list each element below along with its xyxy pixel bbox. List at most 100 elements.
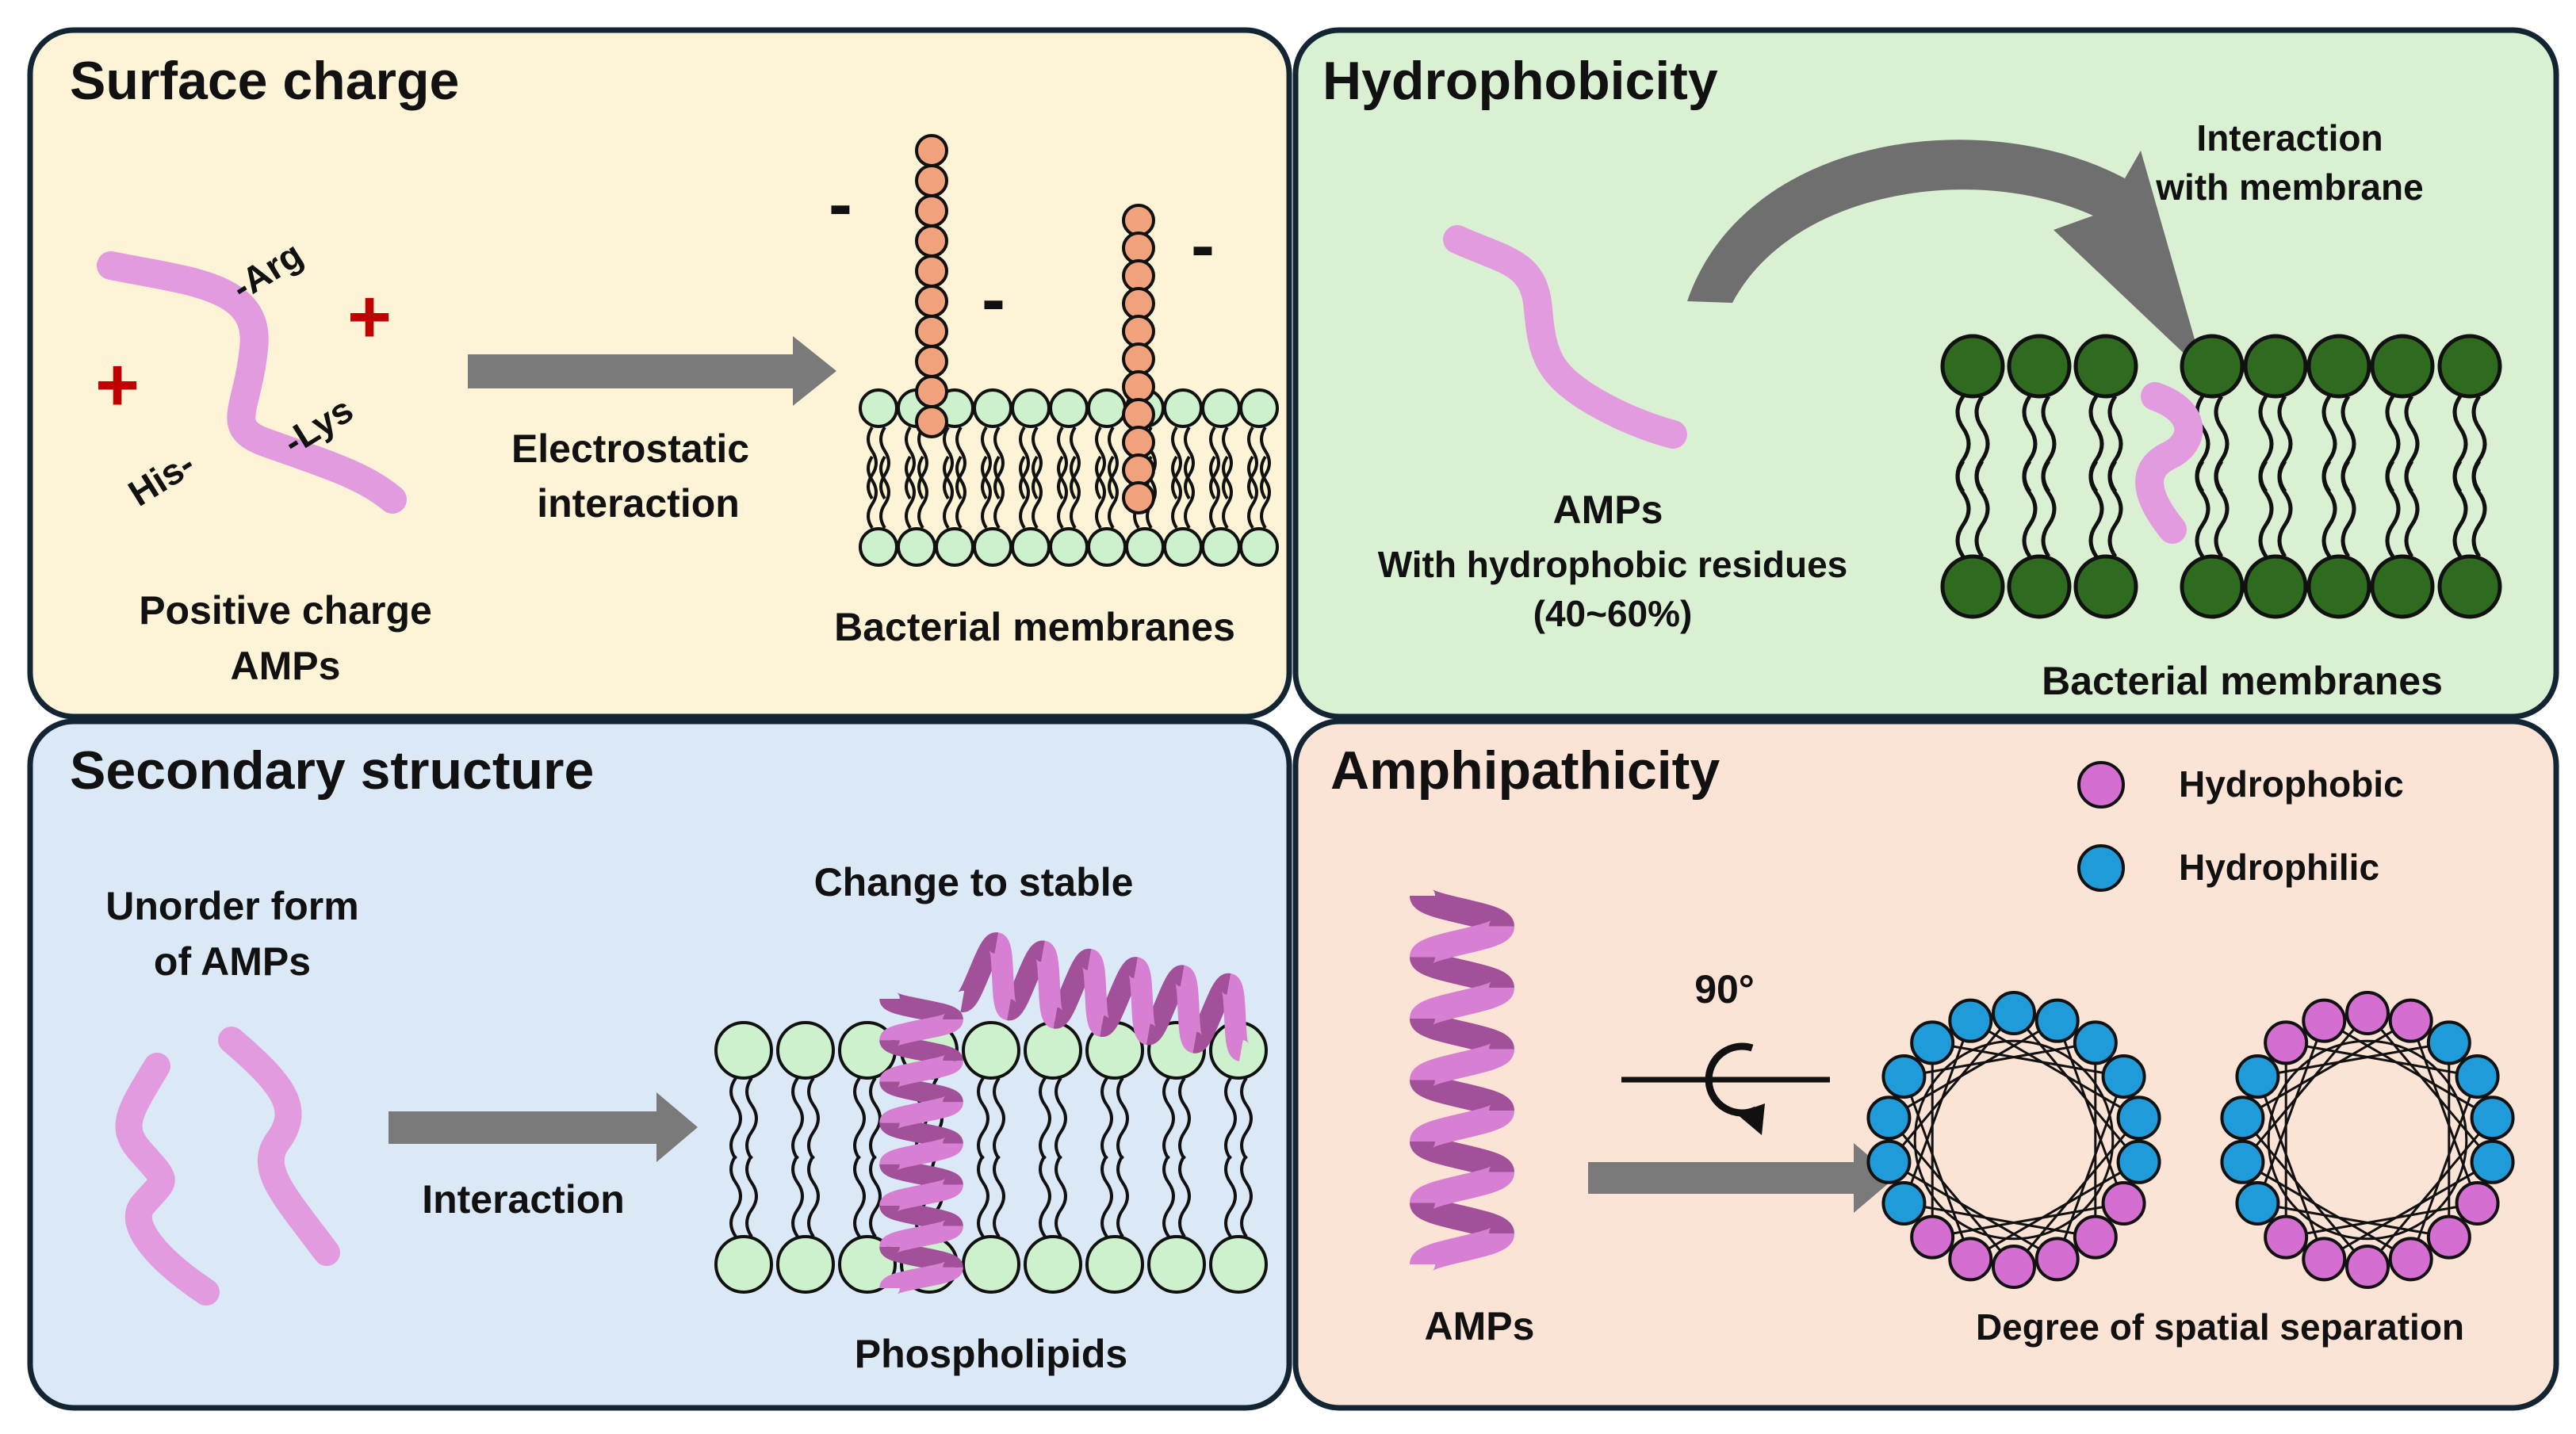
electrostatic-arrow — [468, 336, 836, 406]
helix-front-ribbon — [1410, 918, 1514, 966]
hydrophobic-residue — [2264, 1214, 2309, 1260]
lps-bead — [1122, 342, 1155, 376]
wheel-ring — [2267, 1039, 2468, 1241]
helix-back-ribbon — [1003, 940, 1049, 1021]
stable-label: Change to stable — [814, 860, 1134, 904]
hydrophilic-residue — [1881, 1054, 1927, 1099]
helix-back-ribbon — [1410, 1195, 1514, 1242]
helix-front-ribbon — [1127, 957, 1157, 1046]
legend-hydrophobic-dot — [2077, 761, 2125, 809]
helix-back-ribbon — [879, 1198, 963, 1233]
helix-back-ribbon — [1410, 1072, 1514, 1119]
lps-bead — [915, 405, 948, 438]
lps-bead — [1122, 398, 1155, 431]
panel-title-secondary-structure: Secondary structure — [70, 740, 594, 801]
panel-amphipathicity: Amphipathicity Hydrophobic Hydrophilic A… — [1292, 718, 2559, 1411]
wheel-ring — [1913, 1039, 2115, 1241]
hydrophobic-residue — [2034, 1237, 2080, 1282]
lps-bead — [1122, 453, 1155, 487]
helical-wheel-right — [2220, 991, 2515, 1289]
helix-back-ribbon — [1188, 973, 1235, 1054]
helix-front-ribbon — [1410, 980, 1514, 1027]
interaction-arrow-secondary — [389, 1092, 698, 1162]
helix-back-ribbon — [1049, 949, 1096, 1029]
helix-front-ribbon — [1410, 1041, 1514, 1088]
helix-back-ribbon — [1096, 957, 1142, 1037]
hydrophilic-residue — [2034, 998, 2080, 1043]
unordered-amp-1 — [115, 1053, 220, 1306]
lps-bead — [1122, 204, 1155, 237]
electrostatic-label-line2: interaction — [537, 481, 740, 526]
rotation-icon — [1621, 1042, 1830, 1135]
interaction-label-line2: with membrane — [2155, 166, 2423, 208]
lps-bead — [915, 345, 948, 378]
helix-front-ribbon — [879, 1219, 963, 1254]
lps-bead — [915, 134, 948, 167]
hydrophobic-residue — [2455, 1181, 2500, 1226]
hydrophobic-residue — [1948, 1237, 1993, 1282]
panel-title-hydrophobicity: Hydrophobicity — [1322, 51, 1718, 111]
interaction-label-line1: Interaction — [2196, 117, 2383, 159]
hydrophilic-residue — [1866, 1096, 1912, 1141]
helix-front-ribbon — [1410, 1226, 1514, 1272]
hydrophobic-residue — [2302, 1237, 2347, 1282]
lps-bead — [915, 315, 948, 348]
hydrophilic-residue — [2220, 1096, 2265, 1141]
helix-group — [956, 932, 1250, 1061]
hydrophilic-residue — [2470, 1096, 2515, 1141]
hydrophobic-residue — [2345, 991, 2390, 1035]
unorder-label-line2: of AMPs — [154, 939, 311, 984]
hydrophilic-residue — [1992, 991, 2036, 1035]
amp-helix-vertical — [1410, 888, 1514, 1272]
helix-back-ribbon — [1410, 949, 1514, 996]
spatial-separation-label: Degree of spatial separation — [1976, 1306, 2464, 1348]
plus-sign-right: + — [347, 274, 392, 359]
unordered-amp-2 — [218, 1027, 340, 1266]
hydrophobic-residue — [2073, 1214, 2118, 1260]
rotation-arrow — [1588, 1143, 1895, 1213]
hydrophilic-residue — [1948, 998, 1993, 1043]
lps-bead — [1122, 370, 1155, 403]
amp-inserted — [2135, 382, 2203, 544]
lps-bead — [915, 285, 948, 318]
helix-back-ribbon — [879, 1115, 963, 1151]
lps-bead — [1122, 315, 1155, 348]
hydrophobic-residue — [2101, 1181, 2146, 1226]
amp-label-hydrophobic-line3: (40~60%) — [1533, 593, 1693, 634]
helix-front-ribbon — [879, 1260, 963, 1295]
interaction-label-secondary: Interaction — [422, 1177, 625, 1222]
helix-front-ribbon — [1081, 949, 1110, 1037]
hydrophobic-residue — [2302, 998, 2347, 1043]
vertical-helix — [879, 992, 963, 1295]
legend-hydrophilic-dot — [2077, 844, 2125, 892]
hydrophilic-residue — [2116, 1096, 2161, 1141]
helix-back-ribbon — [879, 992, 963, 1027]
helix-back-ribbon — [1143, 965, 1188, 1046]
panel-surface-charge: Surface charge -Arg -Lys His- + + Positi… — [27, 27, 1292, 720]
hydrophilic-residue — [1881, 1181, 1927, 1226]
amp-strand-hydrophobic — [1443, 225, 1687, 449]
hydrophilic-residue — [2220, 1139, 2265, 1184]
hydrophilic-residue — [2455, 1054, 2500, 1099]
hydrophilic-residue — [2426, 1020, 2471, 1065]
lps-bead — [915, 224, 948, 258]
hydrophilic-residue — [2235, 1054, 2280, 1099]
hydrophilic-residue — [1866, 1139, 1912, 1184]
panel-amphipathicity-bg — [1292, 718, 2559, 1411]
hydrophobic-residue — [2264, 1020, 2309, 1065]
hydrophobic-residue — [2426, 1214, 2471, 1260]
helix-front-ribbon — [879, 1136, 963, 1172]
hydrophilic-residue — [2235, 1181, 2280, 1226]
helix-back-ribbon — [879, 1240, 963, 1275]
plus-sign-left: + — [95, 342, 140, 427]
lps-bead — [1122, 481, 1155, 514]
amp-label-hydrophobic-line2: With hydrophobic residues — [1378, 544, 1848, 585]
helix-front-ribbon — [1174, 965, 1203, 1054]
unorder-label-line1: Unorder form — [105, 884, 358, 928]
helix-front-ribbon — [1220, 973, 1250, 1061]
hydrophobic-residue — [2388, 1237, 2433, 1282]
panel-secondary-structure: Secondary structure Unorder form of AMPs… — [27, 718, 1292, 1411]
amp-label-line2: AMPs — [231, 644, 341, 688]
electrostatic-label-line1: Electrostatic — [511, 426, 749, 471]
helix-back-ribbon — [1410, 888, 1514, 935]
